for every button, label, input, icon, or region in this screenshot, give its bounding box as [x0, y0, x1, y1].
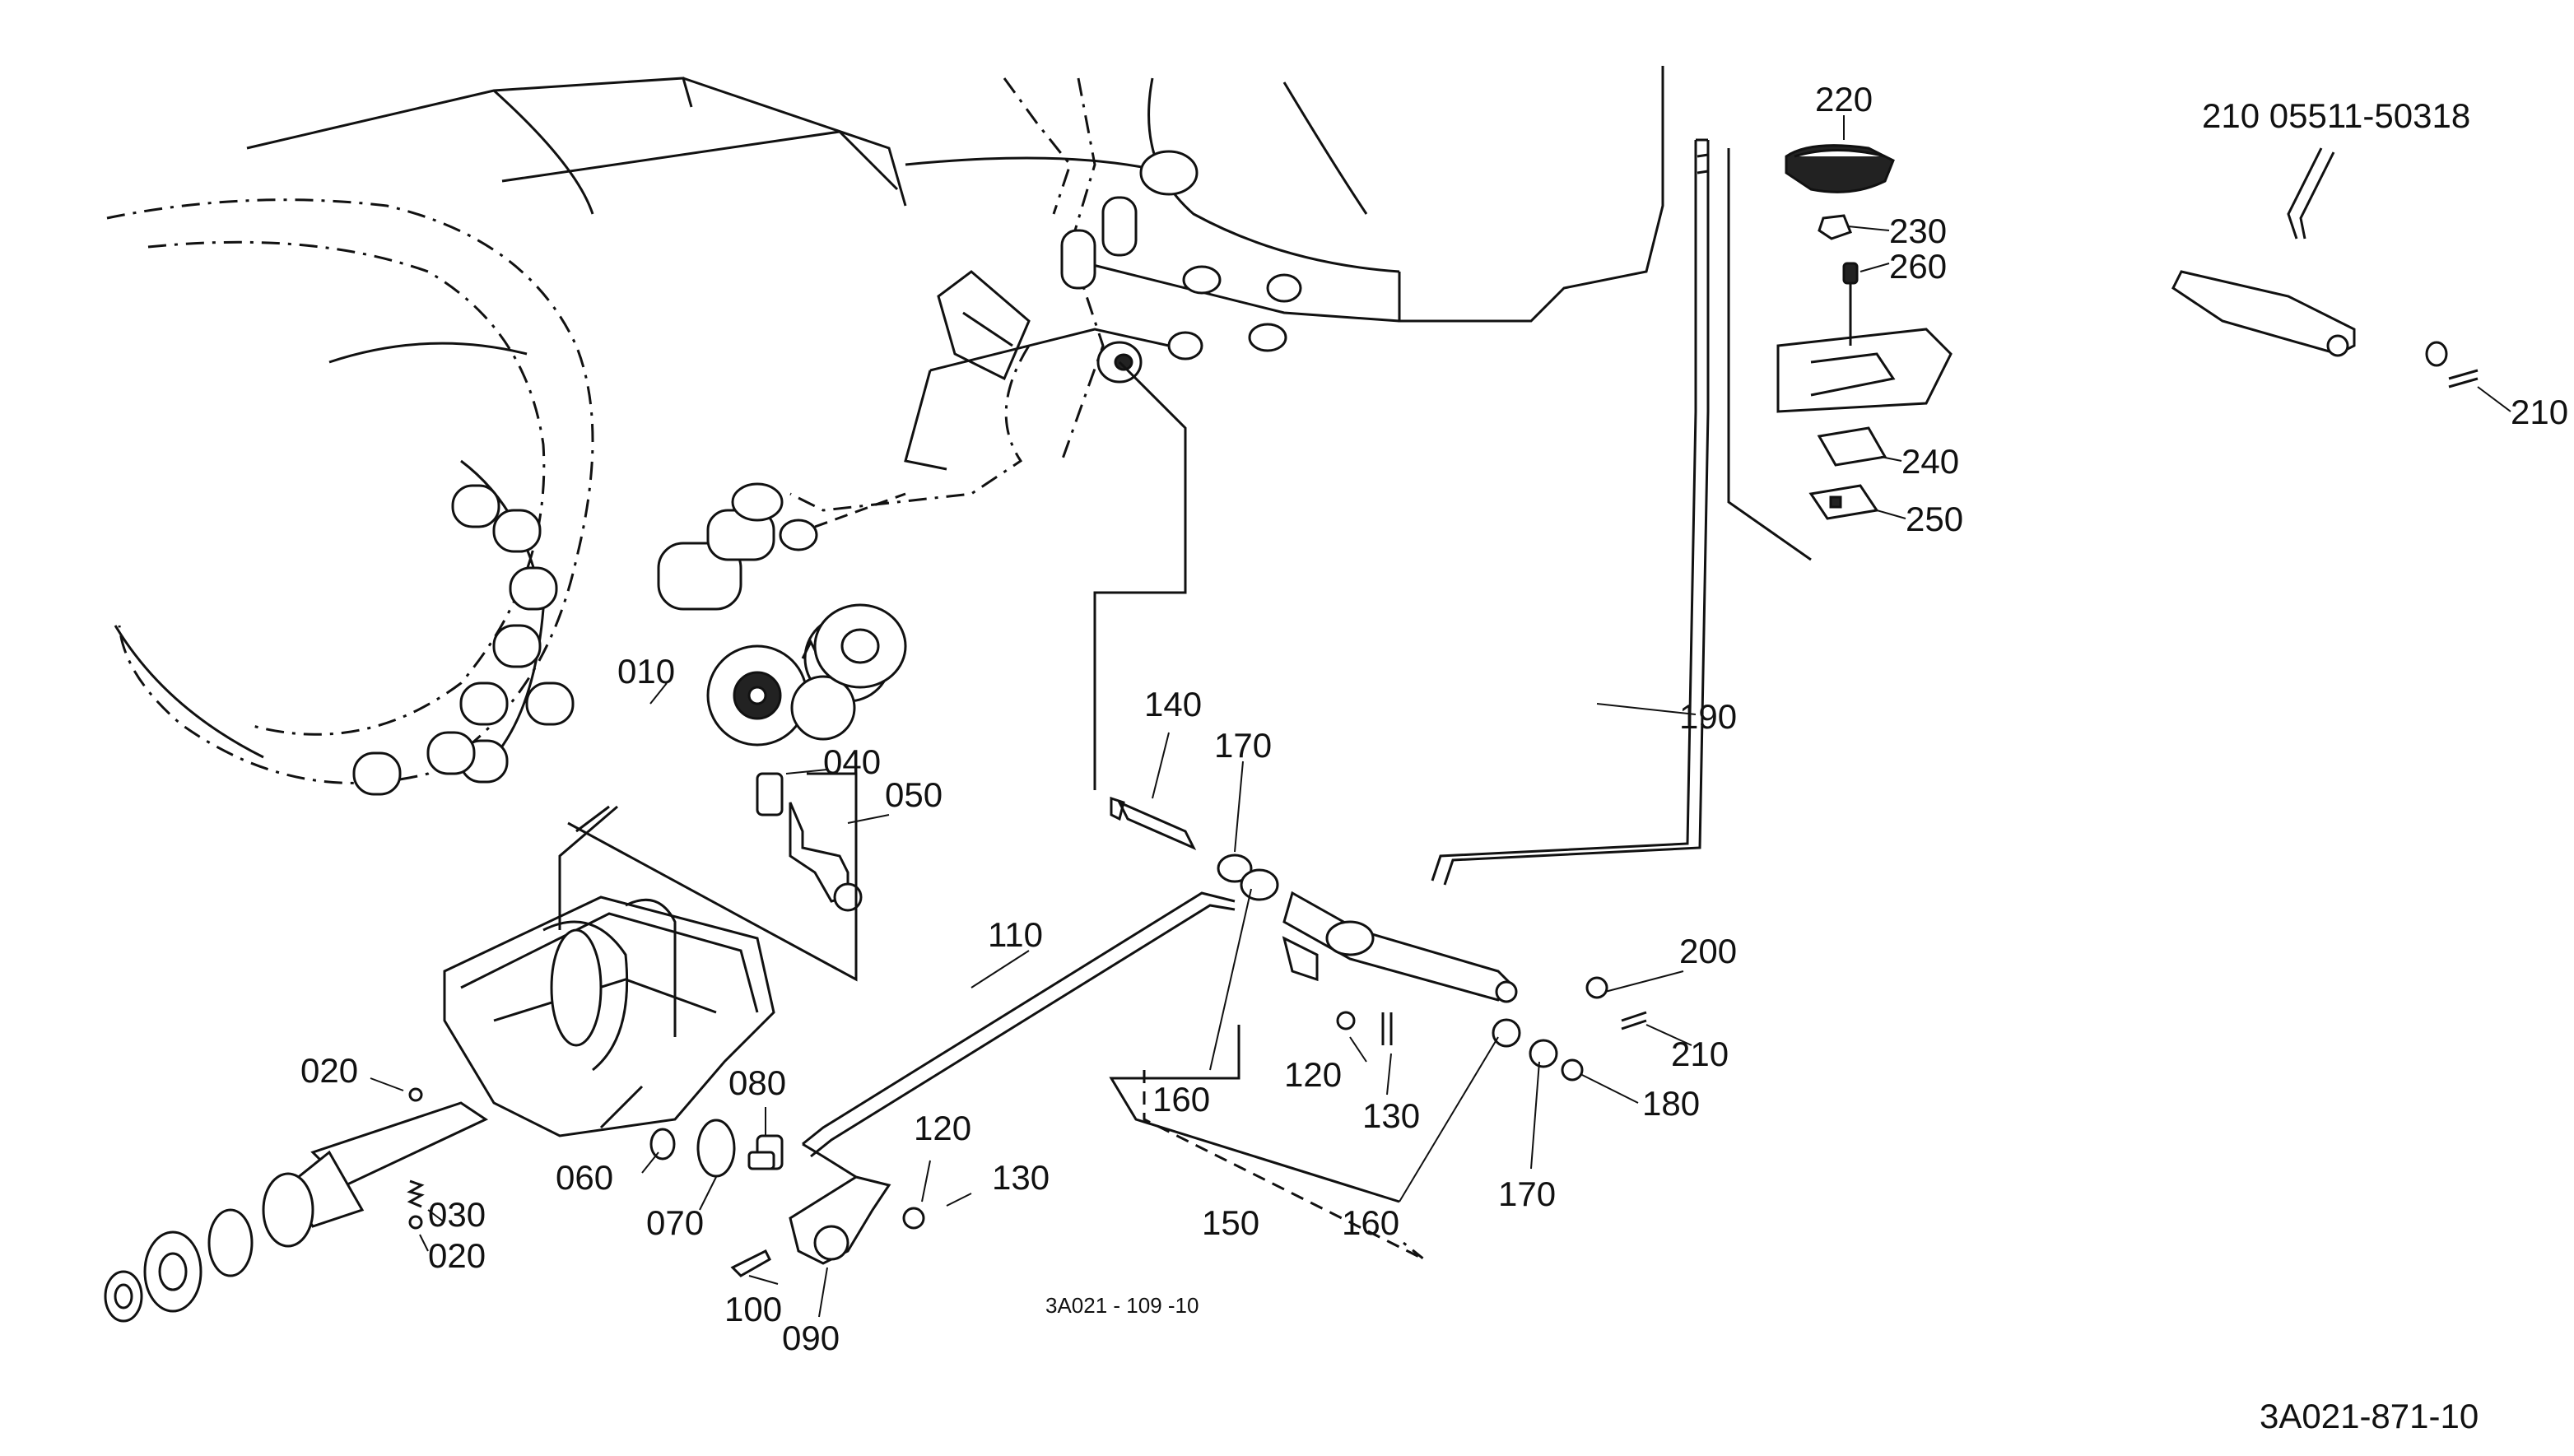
- callout-250: 250: [1906, 500, 1963, 538]
- callout-210-main: 210: [1671, 1035, 1729, 1073]
- callout-020-lower: 020: [428, 1236, 486, 1275]
- callout-080: 080: [728, 1063, 786, 1102]
- transmission-housing: [106, 77, 907, 796]
- callout-210-inset: 210: [2511, 393, 2568, 431]
- callout-160-right: 160: [1342, 1203, 1399, 1242]
- callout-100: 100: [724, 1290, 782, 1328]
- inset-part-number: 210 05511-50318: [2202, 96, 2470, 135]
- callout-130-left: 130: [992, 1158, 1050, 1197]
- callout-040: 040: [823, 742, 881, 781]
- callout-110: 110: [988, 915, 1043, 954]
- footer-code: 3A021-871-10: [2260, 1397, 2479, 1435]
- leader-lines: [370, 115, 2511, 1318]
- callout-030: 030: [428, 1195, 486, 1234]
- pto-housing: [104, 895, 925, 1323]
- callout-240: 240: [1901, 442, 1959, 481]
- callout-090: 090: [782, 1319, 840, 1357]
- callout-labels: 010 020 030 020 040 050 060 070 080 090 …: [300, 80, 2568, 1435]
- callout-190: 190: [1679, 697, 1737, 736]
- callout-070: 070: [646, 1203, 704, 1242]
- linkage-rods: [558, 138, 1812, 1179]
- callout-200: 200: [1679, 932, 1737, 970]
- pump-gear-assembly: [657, 482, 907, 912]
- callout-130-right: 130: [1362, 1096, 1420, 1135]
- callout-170-upper: 170: [1214, 726, 1272, 765]
- callout-060: 060: [556, 1158, 613, 1197]
- inset-detail: [2171, 147, 2479, 388]
- callout-020-upper: 020: [300, 1051, 358, 1090]
- callout-120-left: 120: [914, 1109, 971, 1147]
- callout-180: 180: [1642, 1084, 1700, 1123]
- callout-160-left: 160: [1152, 1080, 1210, 1119]
- callout-150: 150: [1202, 1203, 1259, 1242]
- callout-170-lower: 170: [1498, 1175, 1556, 1213]
- knob-assembly: [1776, 144, 1953, 520]
- drawing-code: 3A021 - 109 -10: [1045, 1293, 1199, 1318]
- callout-120-right: 120: [1284, 1055, 1342, 1094]
- callout-220: 220: [1815, 80, 1873, 119]
- callout-140: 140: [1144, 685, 1202, 723]
- callout-010: 010: [617, 652, 675, 691]
- callout-260: 260: [1889, 247, 1947, 286]
- engine-block: [789, 66, 1664, 512]
- callout-230: 230: [1889, 212, 1947, 250]
- callout-050: 050: [885, 775, 943, 814]
